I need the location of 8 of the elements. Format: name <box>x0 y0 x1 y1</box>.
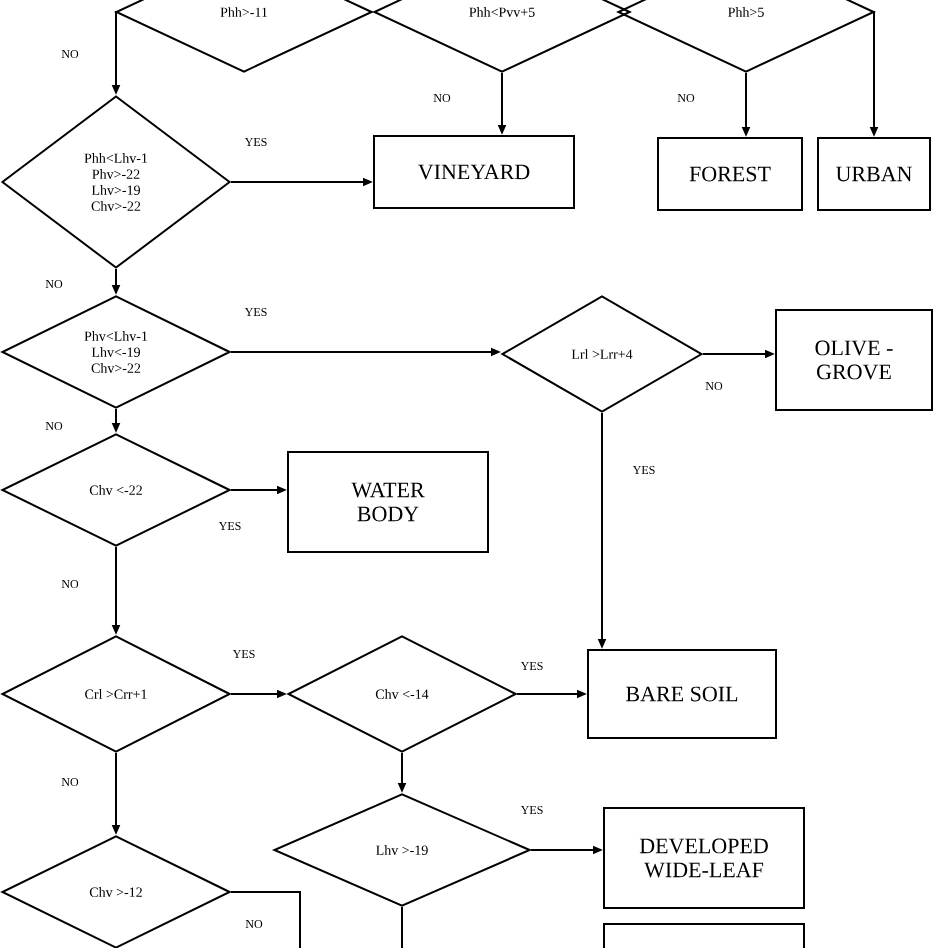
process-box: OLIVE - GROVE <box>775 309 933 411</box>
process-box: VINEYARD <box>373 135 575 209</box>
process-box: DEVELOPED WIDE-LEAF <box>603 807 805 909</box>
process-box: WATER BODY <box>287 451 489 553</box>
process-box: FOREST <box>657 137 803 211</box>
empty-box <box>603 923 805 948</box>
process-box: BARE SOIL <box>587 649 777 739</box>
process-box: URBAN <box>817 137 931 211</box>
